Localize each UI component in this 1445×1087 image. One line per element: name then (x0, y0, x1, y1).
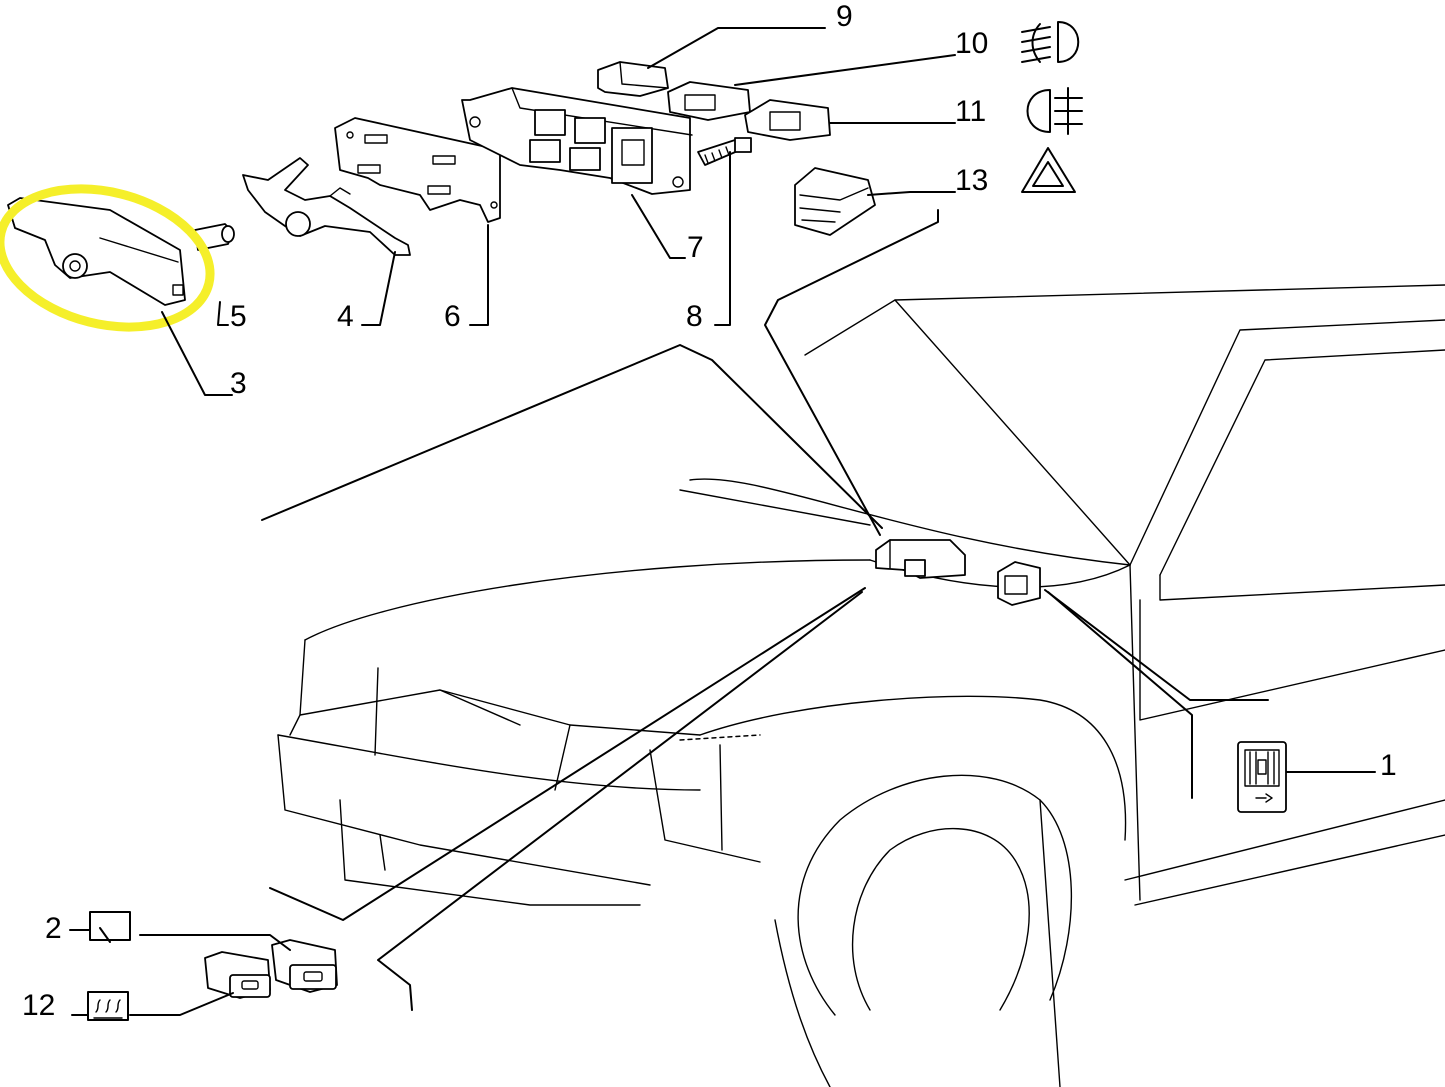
callout-3: 3 (230, 367, 247, 400)
hazard-triangle-icon (1021, 147, 1076, 193)
rear-fog-light-icon (1026, 87, 1083, 135)
callout-13: 13 (955, 164, 988, 197)
callout-4: 4 (337, 300, 354, 333)
rear-defrost-icon (87, 991, 129, 1021)
part-3-bracket (0, 184, 235, 332)
callout-7: 7 (687, 231, 704, 264)
fog-light-icon (1021, 21, 1080, 63)
callout-6: 6 (444, 300, 461, 333)
part-8-bulb (697, 137, 752, 166)
callout-12: 12 (22, 989, 55, 1022)
part-9-connector (597, 61, 669, 97)
part-10-switch (667, 81, 751, 121)
part-12-rear-defrost-switch (204, 951, 271, 999)
headlight-level-icon (1237, 741, 1287, 813)
callout-labels: 9 10 11 13 7 8 6 4 5 3 1 2 12 (22, 0, 1397, 1022)
part-4-lever (242, 157, 411, 256)
callout-9: 9 (836, 0, 853, 33)
callout-8: 8 (686, 300, 703, 333)
car-body (261, 284, 1445, 1087)
part-7-switch-housing (461, 87, 693, 195)
callout-11: 11 (955, 95, 986, 128)
leader-lines (269, 209, 1269, 1011)
callout-5: 5 (230, 300, 247, 333)
callout-1: 1 (1380, 749, 1397, 782)
callout-leaders (69, 27, 1376, 1016)
installed-headlight-switch (997, 561, 1041, 606)
part-13-hazard-switch (794, 167, 876, 236)
selection-highlight (0, 184, 215, 332)
part-2-rear-wiper-switch (271, 939, 338, 993)
rear-wiper-icon (89, 911, 131, 943)
callout-10: 10 (955, 27, 988, 60)
callout-2: 2 (45, 912, 62, 945)
part-11-switch (744, 99, 831, 141)
installed-switch-cluster (875, 539, 966, 579)
